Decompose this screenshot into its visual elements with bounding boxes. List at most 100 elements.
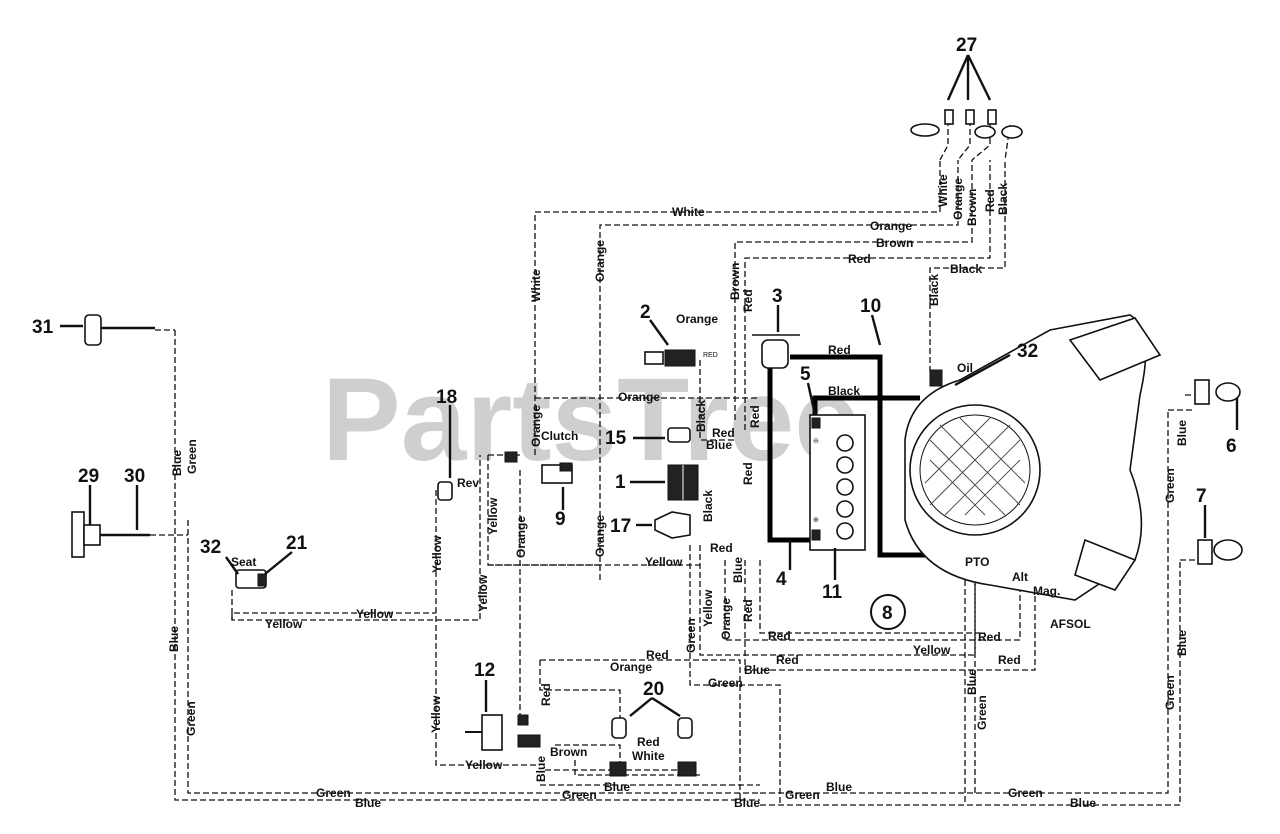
wire-label-black-15: Black bbox=[701, 490, 715, 522]
svg-text:⊕: ⊕ bbox=[813, 517, 819, 524]
wire-label-red-v: Red bbox=[741, 289, 755, 312]
wire-label-black-27: Black bbox=[996, 183, 1010, 215]
callout-27: 27 bbox=[956, 35, 977, 56]
wire-label-blue-left: Blue bbox=[170, 450, 184, 476]
wire-label-yellow-12-v: Yellow bbox=[429, 695, 443, 733]
wire-label-yellow-clutch-v: Yellow bbox=[486, 497, 500, 535]
wire-label-yellow-clutch: Yellow bbox=[645, 555, 683, 569]
wire-label-yellow-rev: Yellow bbox=[430, 535, 444, 573]
callout-4: 4 bbox=[776, 569, 787, 590]
wire-label-red-mag: Red bbox=[998, 653, 1021, 667]
wire-label-green-17: Green bbox=[562, 788, 597, 802]
wire-label-white-v: White bbox=[529, 269, 543, 302]
wire-label-black-battery: Black bbox=[828, 384, 860, 398]
light-6 bbox=[1194, 379, 1241, 405]
oil-sensor-32 bbox=[929, 369, 943, 387]
wire-label-red-17: Red bbox=[637, 735, 660, 749]
wire-label-red-12: Red bbox=[646, 648, 669, 662]
callout-numbers: 27 2 3 10 5 32 31 18 15 1 9 17 4 11 6 7 … bbox=[32, 35, 1237, 700]
wire-label-red-v3: Red bbox=[741, 599, 755, 622]
wire-label-orange-2: Orange bbox=[676, 312, 718, 326]
wire-label-red-12-v: Red bbox=[539, 683, 553, 706]
wire-label-yellow-seat-v: Yellow bbox=[476, 574, 490, 612]
label-seat: Seat bbox=[231, 555, 256, 569]
wire-label-green-bottom-2: Green bbox=[785, 788, 820, 802]
wire-label-blue-14: Blue bbox=[706, 438, 732, 452]
callout-3: 3 bbox=[772, 286, 783, 307]
wire-label-red-alt: Red bbox=[978, 630, 1001, 644]
plug-14 bbox=[667, 427, 691, 443]
wire-label-red-15: Red bbox=[710, 541, 733, 555]
callout-9: 9 bbox=[555, 509, 566, 530]
wire-label-blue-6: Blue bbox=[1175, 420, 1189, 446]
wire-label-red-27: Red bbox=[983, 189, 997, 212]
wire-label-green-lower: Green bbox=[708, 676, 743, 690]
wire-label-blue-bottom-3: Blue bbox=[826, 780, 852, 794]
relay-1 bbox=[667, 464, 699, 501]
battery-11: ⊖ ⊕ bbox=[809, 414, 866, 551]
wire-label-orange-top: Orange bbox=[870, 219, 912, 233]
callout-21: 29 bbox=[78, 466, 99, 487]
callout-17: 20 bbox=[643, 679, 664, 700]
wire-label-blue-right: Blue bbox=[1175, 630, 1189, 656]
wire-label-black-2: Black bbox=[694, 400, 708, 432]
callout-30: 31 bbox=[32, 317, 54, 338]
wire-label-black-v: Black bbox=[927, 274, 941, 306]
callout-1: 1 bbox=[615, 472, 626, 493]
wire-label-yellow-v: Yellow bbox=[701, 589, 715, 627]
callout-15: 17 bbox=[610, 516, 631, 537]
callout-6: 6 bbox=[1226, 436, 1237, 457]
wire-label-brown-v: Brown bbox=[728, 263, 742, 300]
switches-27 bbox=[910, 109, 1023, 139]
callout-8: 8 bbox=[882, 603, 893, 624]
wire-label-blue-lower: Blue bbox=[744, 663, 770, 677]
starter-solenoid-3 bbox=[752, 334, 800, 369]
wire-label-red-14: Red bbox=[712, 426, 735, 440]
seat-switch-20 bbox=[235, 569, 267, 589]
wire-label-blue-17: Blue bbox=[604, 780, 630, 794]
wire-label-blue-bottom-4: Blue bbox=[1070, 796, 1096, 810]
wire-label-green-left: Green bbox=[185, 439, 199, 474]
label-afsol: AFSOL bbox=[1050, 617, 1091, 631]
wire-label-brown-27: Brown bbox=[965, 189, 979, 226]
wire-label-brown-top: Brown bbox=[876, 236, 913, 250]
wire-label-orange-v2: Orange bbox=[593, 515, 607, 557]
wire-label-brown-17: Brown bbox=[550, 745, 587, 759]
ignition-module-2: RED bbox=[644, 349, 718, 367]
wire-label-orange-12: Orange bbox=[610, 660, 652, 674]
wire-label-yellow-pto: Yellow bbox=[913, 643, 951, 657]
wire-harness bbox=[95, 120, 1200, 806]
label-mag: Mag. bbox=[1033, 584, 1060, 598]
wire-label-green-bottom: Green bbox=[316, 786, 351, 800]
wire-label-blue-v: Blue bbox=[731, 557, 745, 583]
callout-2: 2 bbox=[640, 302, 651, 323]
flywheel-screen bbox=[909, 404, 1041, 536]
wire-label-orange-27: Orange bbox=[951, 178, 965, 220]
engine-callout-circle bbox=[870, 594, 906, 630]
label-oil: Oil bbox=[957, 361, 973, 375]
callout-arrows bbox=[60, 54, 1239, 718]
callout-18: 18 bbox=[436, 387, 457, 408]
wire-label-red-battery-v: Red bbox=[748, 405, 762, 428]
wire-label-white-top: White bbox=[672, 205, 705, 219]
label-rev: Rev bbox=[457, 476, 479, 490]
wire-label-orange-v: Orange bbox=[593, 240, 607, 282]
wire-label-orange-clutch: Orange bbox=[529, 405, 543, 447]
clutch-switch-9 bbox=[541, 462, 573, 484]
wire-label-green-pto: Green bbox=[975, 695, 989, 730]
callout-7: 7 bbox=[1196, 486, 1207, 507]
watermark: PartsTree bbox=[322, 354, 860, 486]
wire-label-white-27: White bbox=[936, 174, 950, 207]
wire-label-red-pto: Red bbox=[768, 629, 791, 643]
wire-label-orange-v3: Orange bbox=[719, 598, 733, 640]
wire-label-red-top: Red bbox=[848, 252, 871, 266]
callout-14: 15 bbox=[605, 428, 627, 449]
callout-32: 32 bbox=[1017, 341, 1038, 362]
callout-29: 30 bbox=[124, 466, 145, 487]
wire-label-blue-bottom: Blue bbox=[355, 796, 381, 810]
callout-10: 10 bbox=[860, 296, 881, 317]
wire-labels: White Orange Brown Red Black Orange Red … bbox=[167, 174, 1189, 810]
wire-label-blue-pto: Blue bbox=[965, 669, 979, 695]
callout-31: 32 bbox=[200, 537, 221, 558]
